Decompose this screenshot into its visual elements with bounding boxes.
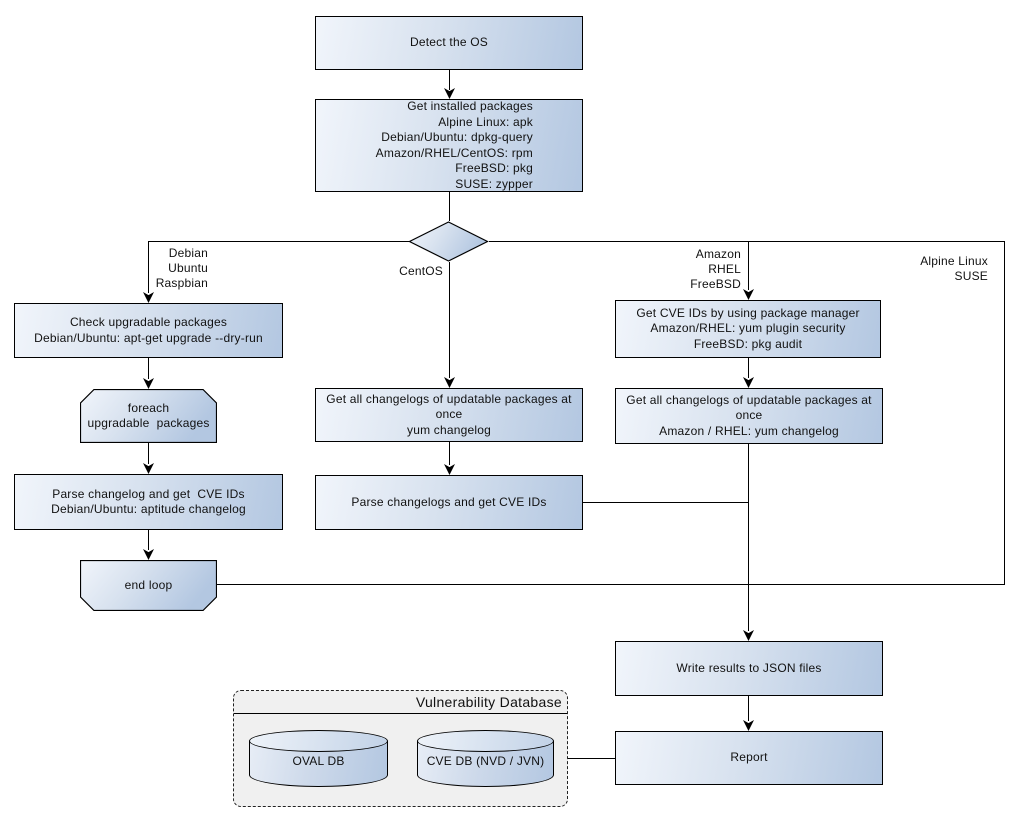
branch-label-centos: CentOS [399, 264, 443, 278]
flow-line [748, 444, 749, 631]
flow-line [148, 241, 149, 293]
node-check-upgradable-packages: Check upgradable packages Debian/Ubuntu:… [14, 303, 283, 358]
node-get-installed-packages-label: Get installed packages Alpine Linux: apk… [375, 99, 533, 191]
flow-line [1004, 241, 1005, 584]
loop-start-shape [80, 389, 217, 443]
flow-line [148, 241, 409, 242]
flow-arrowhead-icon [143, 378, 154, 389]
flow-line [568, 758, 615, 759]
node-end-loop: end loop [80, 560, 217, 611]
branch-label-debian: Debian Ubuntu Raspbian [155, 246, 208, 290]
flow-arrowhead-icon [143, 463, 154, 474]
branch-label-alpine-suse: Alpine Linux SUSE [920, 254, 988, 283]
decision-diamond [408, 221, 489, 262]
vulnerability-database-group: Vulnerability Database OVAL DB CVE DB (N… [233, 690, 568, 807]
flow-line [583, 502, 749, 503]
flow-arrowhead-icon [743, 377, 754, 388]
node-parse-changelogs-yum: Parse changelogs and get CVE IDs [315, 475, 583, 530]
flow-line [449, 192, 450, 221]
node-write-results-json-label: Write results to JSON files [676, 660, 822, 675]
node-get-changelogs-yum: Get all changelogs of updatable packages… [315, 388, 583, 442]
flow-line [148, 358, 149, 379]
flow-line [148, 530, 149, 550]
flow-line [449, 70, 450, 90]
flow-arrowhead-icon [143, 549, 154, 560]
node-end-loop-label: end loop [124, 577, 173, 592]
flow-arrowhead-icon [444, 377, 455, 388]
oval-db-label: OVAL DB [292, 754, 345, 768]
node-parse-changelog-debian-label: Parse changelog and get CVE IDs Debian/U… [51, 486, 246, 517]
node-report-label: Report [730, 750, 768, 765]
vulnerability-database-title: Vulnerability Database [234, 691, 567, 714]
node-get-installed-packages: Get installed packages Alpine Linux: apk… [315, 99, 583, 192]
node-foreach-label: foreach upgradable packages [87, 400, 210, 431]
flow-line [748, 696, 749, 721]
node-check-upgradable-packages-label: Check upgradable packages Debian/Ubuntu:… [34, 315, 263, 345]
node-parse-changelog-debian: Parse changelog and get CVE IDs Debian/U… [14, 474, 283, 530]
flow-line [449, 442, 450, 465]
branch-label-amazon-rhel-freebsd: Amazon RHEL FreeBSD [690, 247, 741, 291]
loop-end-shape [80, 560, 217, 611]
cylinder-top [417, 730, 554, 752]
cve-db-label: CVE DB (NVD / JVN) [426, 754, 545, 768]
node-get-changelogs-amazon-rhel-label: Get all changelogs of updatable packages… [626, 392, 872, 438]
oval-db-cylinder: OVAL DB [249, 730, 388, 787]
node-parse-changelogs-yum-label: Parse changelogs and get CVE IDs [351, 494, 547, 509]
flow-line [217, 584, 1005, 585]
flow-arrowhead-icon [743, 630, 754, 641]
node-report: Report [615, 731, 883, 785]
node-get-changelogs-amazon-rhel: Get all changelogs of updatable packages… [615, 388, 883, 444]
node-get-cve-ids-package-manager-label: Get CVE IDs by using package manager Ama… [636, 305, 860, 351]
flow-arrowhead-icon [743, 289, 754, 300]
flow-line [449, 262, 450, 378]
node-detect-os-label: Detect the OS [410, 35, 488, 50]
node-foreach-upgradable-packages: foreach upgradable packages [80, 389, 217, 443]
node-get-cve-ids-package-manager: Get CVE IDs by using package manager Ama… [615, 300, 881, 358]
flow-line [748, 241, 749, 290]
flow-line [148, 443, 149, 464]
flow-arrowhead-icon [743, 720, 754, 731]
flow-arrowhead-icon [143, 292, 154, 303]
node-detect-os: Detect the OS [315, 16, 583, 70]
node-write-results-json: Write results to JSON files [615, 641, 883, 696]
cylinder-top [249, 730, 388, 752]
node-get-changelogs-yum-label: Get all changelogs of updatable packages… [326, 391, 572, 437]
flow-arrowhead-icon [444, 464, 455, 475]
flow-line [748, 358, 749, 378]
flow-line [489, 241, 1005, 242]
flow-arrowhead-icon [444, 88, 455, 99]
cve-db-cylinder: CVE DB (NVD / JVN) [417, 730, 554, 787]
